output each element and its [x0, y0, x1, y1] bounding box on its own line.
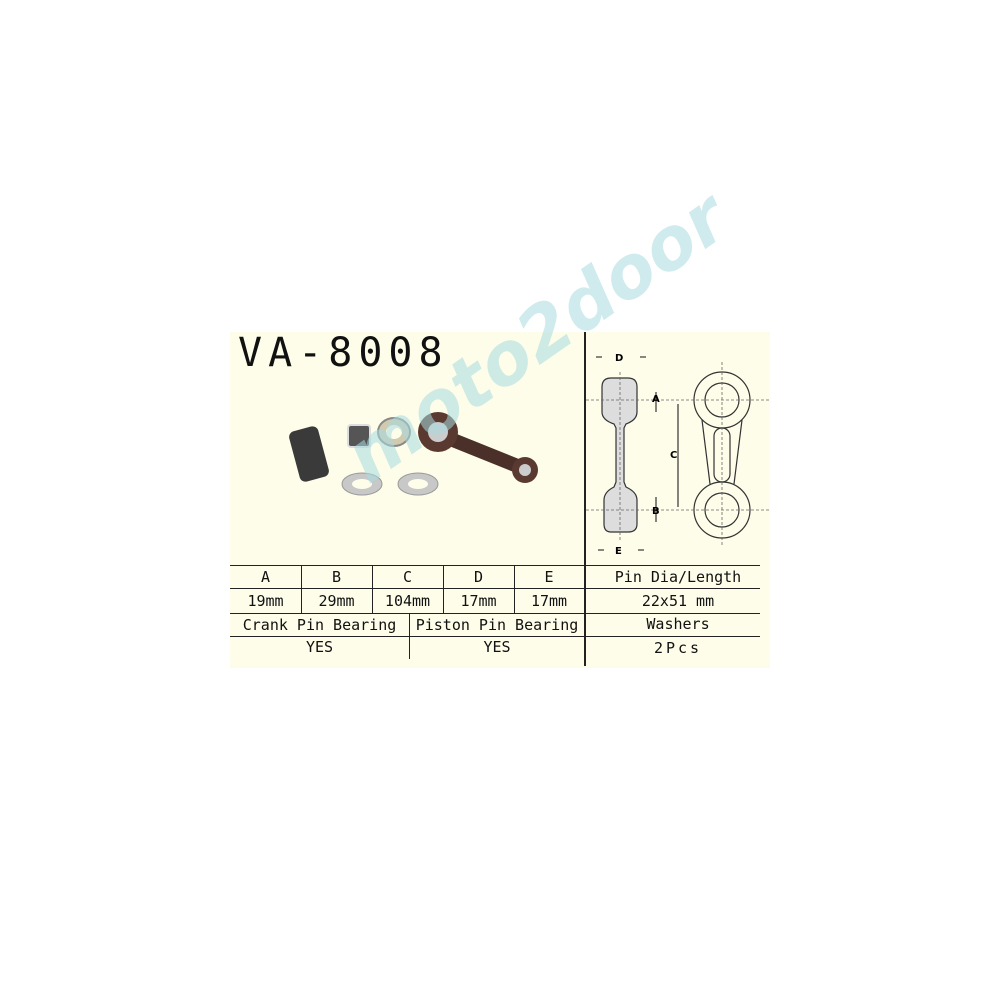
washers-label: Washers	[646, 615, 710, 633]
label-d: D	[615, 353, 623, 364]
product-spec-panel: VA-8008	[230, 330, 770, 668]
row-line	[230, 613, 760, 614]
connecting-rod	[418, 412, 538, 483]
header-b: B	[331, 568, 342, 586]
label-e: E	[615, 546, 622, 557]
row-line	[230, 588, 760, 589]
washers-value: 2Pcs	[653, 639, 703, 657]
pin-label: Pin Dia/Length	[614, 568, 742, 586]
value-e: 17mm	[530, 592, 568, 610]
col-line	[301, 565, 302, 613]
piston-pin	[289, 426, 329, 482]
crank-pin-bearing-label: Crank Pin Bearing	[242, 616, 397, 634]
product-photo	[289, 412, 538, 496]
value-a: 19mm	[247, 592, 284, 610]
piston-pin-bearing-label: Piston Pin Bearing	[415, 616, 579, 634]
row-line	[230, 565, 760, 566]
value-c: 104mm	[384, 592, 431, 610]
label-b: B	[652, 506, 660, 517]
header-c: C	[402, 568, 413, 586]
vertical-divider	[584, 332, 586, 666]
col-line	[443, 565, 444, 613]
crank-pin-bearing-value: YES	[305, 638, 334, 656]
label-a: A	[652, 394, 660, 405]
col-line	[372, 565, 373, 613]
col-line	[514, 565, 515, 613]
value-b: 29mm	[318, 592, 355, 610]
value-d: 17mm	[460, 592, 497, 610]
header-a: A	[260, 568, 271, 586]
dimension-diagram: D A C B E	[586, 353, 770, 557]
label-c: C	[670, 450, 677, 461]
piston-pin-bearing-value: YES	[483, 638, 511, 656]
header-e: E	[544, 568, 554, 586]
col-line	[409, 613, 410, 659]
part-number-title: VA-8008	[238, 330, 449, 376]
pin-value: 22x51 mm	[641, 592, 715, 610]
needle-bearing-small	[347, 424, 371, 448]
row-line	[230, 636, 760, 637]
header-d: D	[473, 568, 484, 586]
